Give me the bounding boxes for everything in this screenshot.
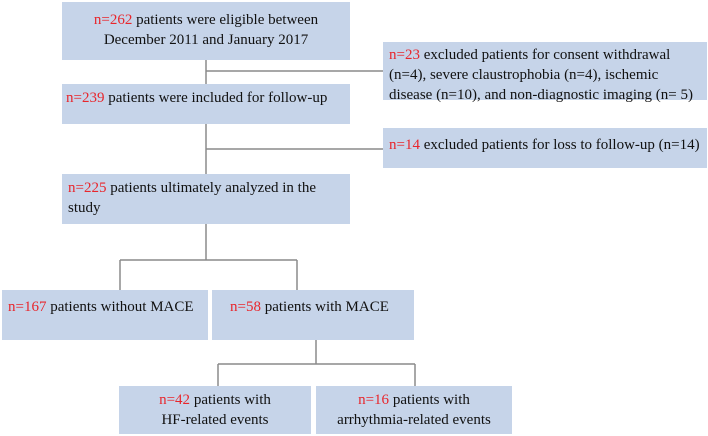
arrhythmia-count: n=16: [358, 392, 390, 408]
hf-count: n=42: [159, 392, 191, 408]
mace-box: n=58 patients with MACE: [212, 290, 414, 340]
no-mace-count: n=167: [8, 299, 47, 315]
excluded1-text-2: (n=4), severe claustrophobia (n=4), isch…: [389, 67, 659, 83]
analyzed-count: n=225: [68, 180, 107, 196]
hf-text-1: patients with: [190, 392, 271, 408]
arrhythmia-events-box: n=16 patients with arrhythmia-related ev…: [316, 386, 512, 434]
excluded1-text-3: disease (n=10), and non-diagnostic imagi…: [389, 87, 693, 103]
excluded2-text-1: excluded patients for loss to follow-up …: [419, 137, 700, 153]
eligible-box: n=262 patients were eligible between Dec…: [62, 2, 350, 60]
analyzed-box: n=225 patients ultimately analyzed in th…: [62, 174, 350, 224]
analyzed-text-2: study: [68, 200, 101, 216]
included-box: n=239 patients were included for follow-…: [62, 84, 350, 124]
excluded1-count: n=23: [389, 47, 420, 63]
mace-count: n=58: [230, 299, 261, 315]
excluded-consent-box: n=23 excluded patients for consent withd…: [383, 42, 707, 103]
arrhythmia-text-1: patients with: [389, 392, 470, 408]
included-count: n=239: [66, 90, 105, 106]
included-text-1: patients were included for follow-up: [104, 90, 328, 106]
hf-events-box: n=42 patients with HF-related events: [119, 386, 311, 434]
eligible-count: n=262: [93, 12, 133, 28]
hf-text-2: HF-related events: [161, 412, 269, 428]
no-mace-text-1: patients without MACE: [46, 299, 194, 315]
analyzed-text-1: patients ultimately analyzed in the: [106, 180, 316, 196]
excluded-followup-box: n=14 excluded patients for loss to follo…: [383, 128, 707, 168]
eligible-text-1: patients were eligible between: [132, 12, 319, 28]
excluded2-count: n=14: [389, 137, 420, 153]
arrhythmia-text-2: arrhythmia-related events: [337, 412, 491, 428]
mace-text-1: patients with MACE: [260, 299, 389, 315]
excluded1-text-1: excluded patients for consent withdrawal: [419, 47, 671, 63]
no-mace-box: n=167 patients without MACE: [2, 290, 208, 340]
eligible-text-2: December 2011 and January 2017: [103, 32, 309, 48]
